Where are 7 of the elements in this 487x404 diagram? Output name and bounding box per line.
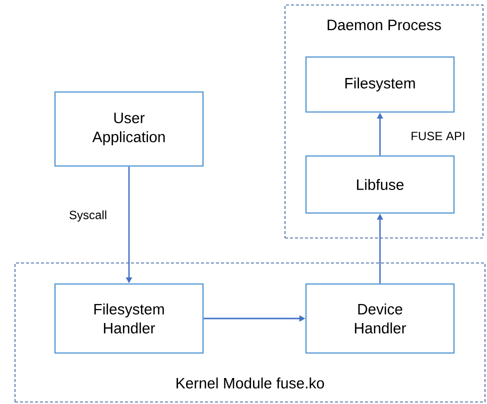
- process-box: Libfuse: [305, 155, 455, 214]
- process-box: Filesystem Handler: [54, 283, 204, 354]
- edge-label: FUSE API: [410, 130, 466, 142]
- edge-label: Syscall: [68, 209, 108, 223]
- process-box: Filesystem: [305, 56, 455, 113]
- process-box: Device Handler: [305, 283, 455, 354]
- process-box: User Application: [54, 91, 204, 167]
